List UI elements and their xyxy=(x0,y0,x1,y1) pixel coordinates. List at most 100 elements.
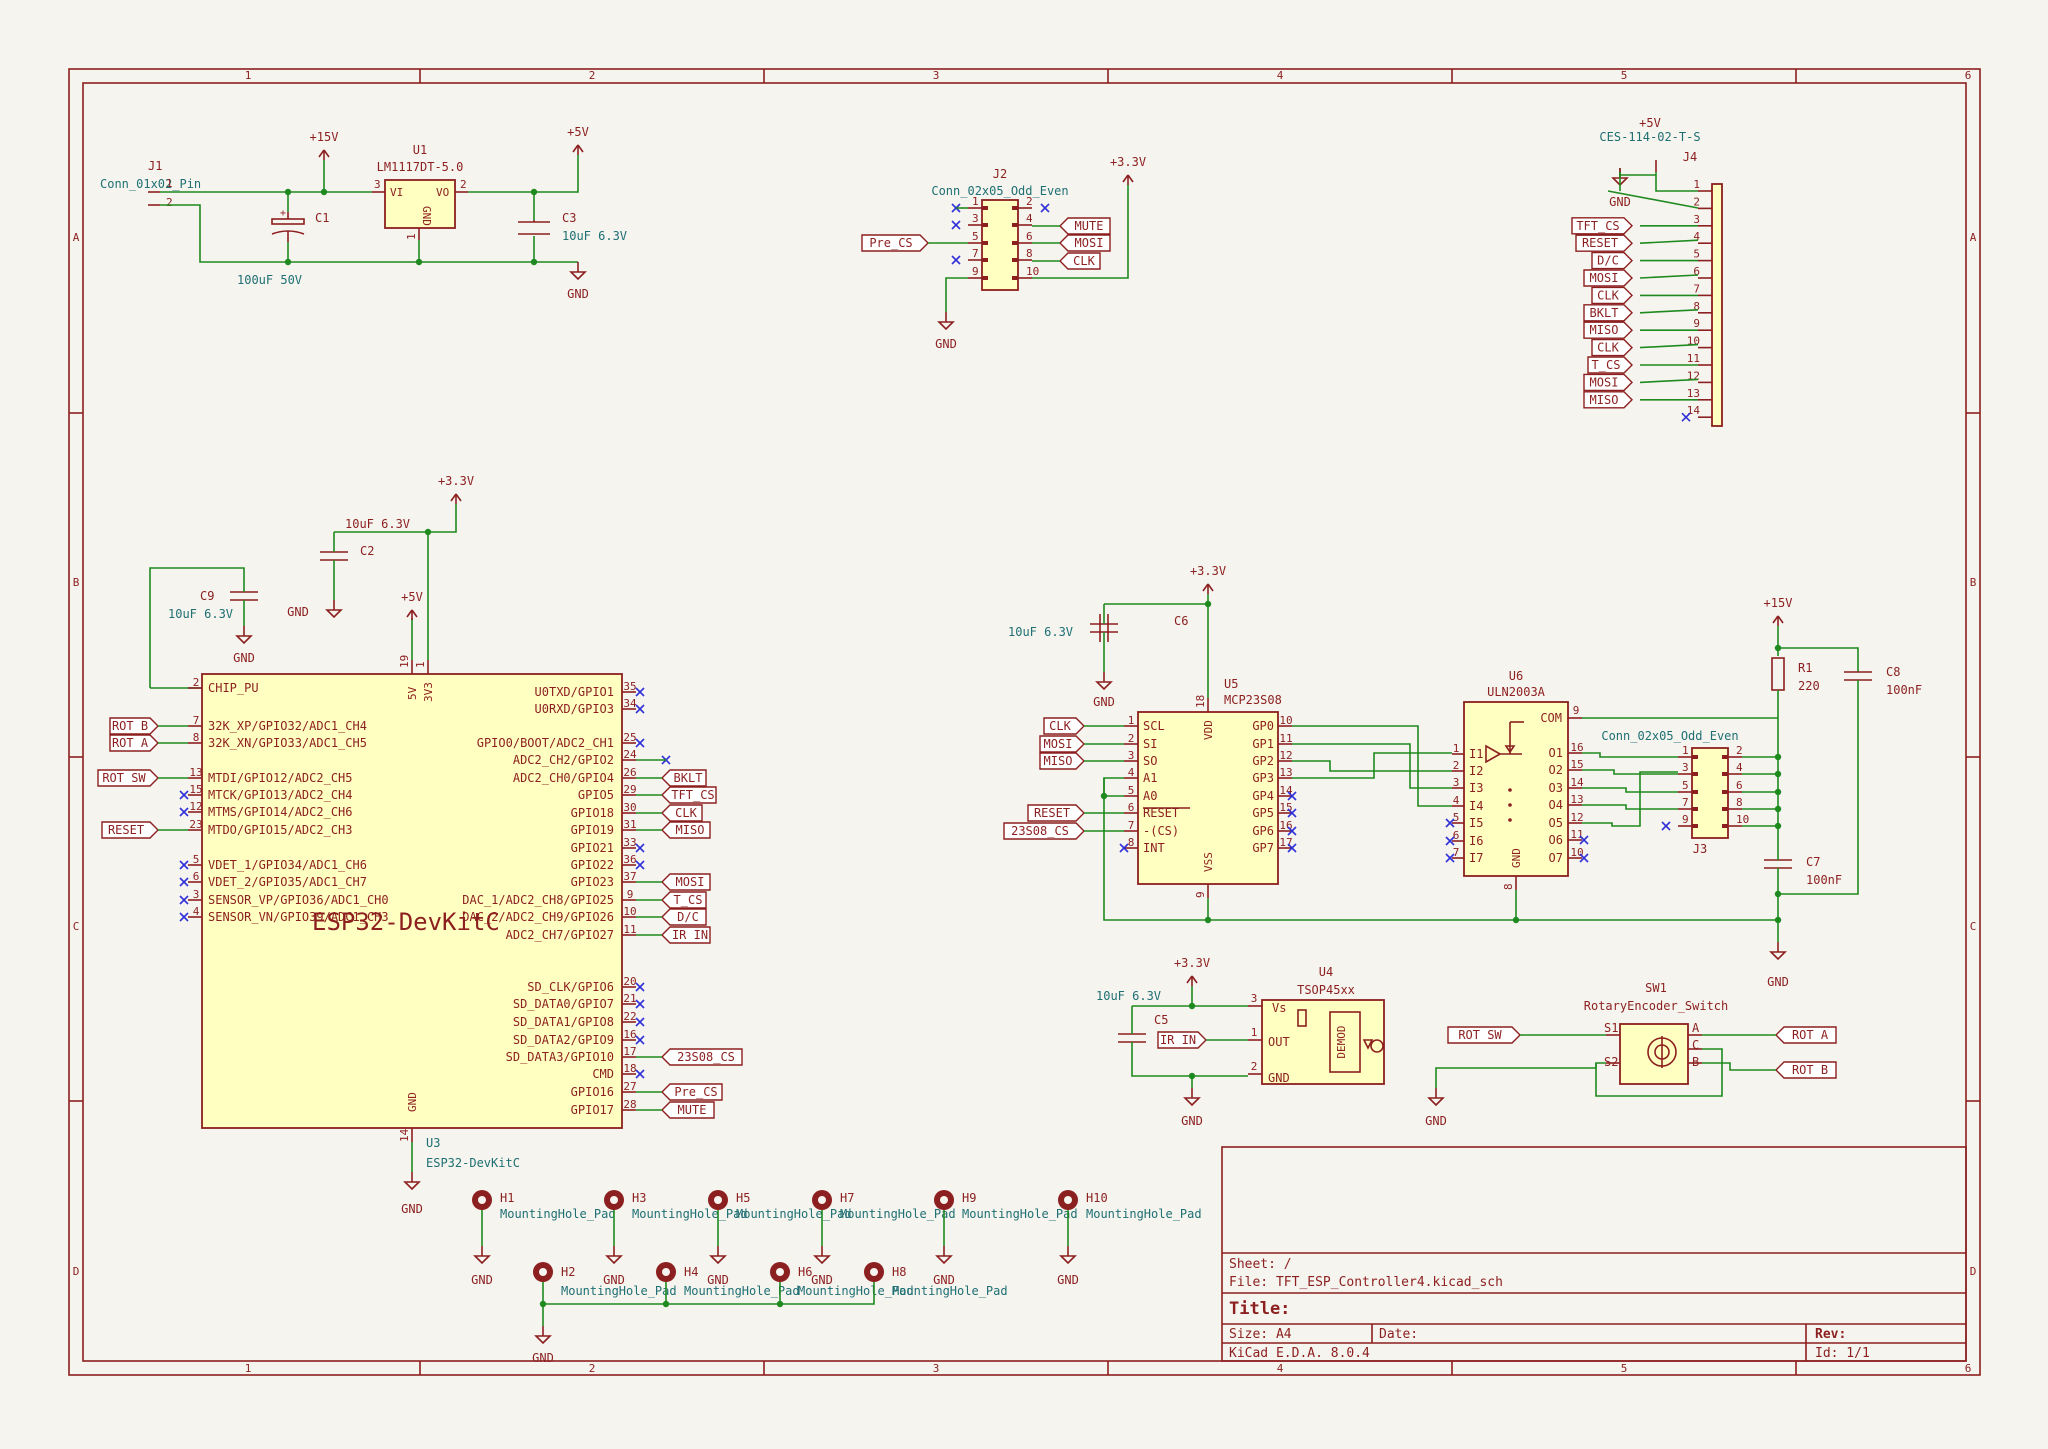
u6-pin-num: 2 xyxy=(1453,759,1460,772)
tool-field: KiCad E.D.A. 8.0.4 xyxy=(1229,1346,1370,1361)
power-symbol xyxy=(455,493,462,502)
mounting-hole-pad xyxy=(714,1196,722,1204)
j1-pin-num: 2 xyxy=(166,196,173,209)
wire xyxy=(1582,804,1678,810)
u6-pin-num: 8 xyxy=(1502,883,1515,890)
u4-pin-num: 2 xyxy=(1251,1060,1258,1073)
j2-pin-stub xyxy=(1012,241,1018,245)
u3-pin-num: 9 xyxy=(627,888,634,901)
column-marker: 3 xyxy=(933,69,940,82)
j4-pin-num: 5 xyxy=(1693,248,1700,261)
junction-dot xyxy=(776,1300,784,1308)
u3-pin-name: ADC2_CH0/GPIO4 xyxy=(513,771,614,785)
sw1-s1: S1 xyxy=(1604,1021,1618,1035)
wire xyxy=(1103,778,1584,921)
no-connect-mark xyxy=(1579,835,1589,845)
r1-body xyxy=(1771,657,1785,691)
ground-label: GND xyxy=(603,1273,625,1287)
wire xyxy=(1702,1062,1776,1071)
u6-pin-num: 6 xyxy=(1453,829,1460,842)
ground-symbol xyxy=(534,1335,552,1345)
hole-ref: H1 xyxy=(500,1191,514,1205)
hole-ref: H7 xyxy=(840,1191,854,1205)
power-label: +3.3V xyxy=(1174,956,1210,970)
j1-ref: J1 xyxy=(148,159,162,173)
u3-pin-name: 32K_XN/GPIO33/ADC1_CH5 xyxy=(208,736,367,750)
ground-label: GND xyxy=(1093,695,1115,709)
global-label-text: MOSI xyxy=(1590,271,1619,285)
u4-gnd: GND xyxy=(1268,1071,1290,1085)
u5-pin-name: GP7 xyxy=(1252,841,1274,855)
rev-field: Rev: xyxy=(1815,1327,1846,1342)
j3-pin-num: 6 xyxy=(1736,779,1743,792)
date-field: Date: xyxy=(1379,1327,1418,1342)
no-connect-mark xyxy=(179,860,189,870)
u5-pin-name: GP1 xyxy=(1252,737,1274,751)
u3-pin-name: GPIO21 xyxy=(571,841,614,855)
global-label xyxy=(1059,217,1111,235)
u3-pin-name: MTDI/GPIO12/ADC2_CH5 xyxy=(208,771,353,785)
hole-ref: H2 xyxy=(561,1265,575,1279)
no-connect-mark xyxy=(951,220,961,230)
j1-pin-num: 1 xyxy=(166,177,173,190)
u3-ref: U3 xyxy=(426,1136,440,1150)
j2-pin-stub xyxy=(1012,206,1018,210)
u3-pin-num: 6 xyxy=(193,870,200,883)
global-label xyxy=(1059,252,1101,270)
hole-value: MountingHole_Pad xyxy=(892,1284,1008,1298)
u5-pin-num: 3 xyxy=(1128,749,1135,762)
global-label-text: BKLT xyxy=(1590,306,1619,320)
j2-ref: J2 xyxy=(993,167,1007,181)
power-symbol xyxy=(450,493,457,502)
c3-value: 10uF 6.3V xyxy=(562,229,627,243)
hole-value: MountingHole_Pad xyxy=(798,1284,914,1298)
hole-value: MountingHole_Pad xyxy=(736,1207,852,1221)
outer-frame xyxy=(68,68,1981,1376)
j2-pin-stub xyxy=(982,258,988,262)
u1-gnd: GND xyxy=(420,206,433,226)
r1-value: 220 xyxy=(1798,679,1820,693)
column-marker: 5 xyxy=(1621,1362,1628,1375)
u6-pin-num: 10 xyxy=(1570,846,1583,859)
j4-pin-num: 11 xyxy=(1687,352,1700,365)
sw1-a: A xyxy=(1692,1021,1700,1035)
j4-pin-num: 7 xyxy=(1693,282,1700,295)
u6-pin-name: I5 xyxy=(1469,816,1483,830)
ground-label: GND xyxy=(233,651,255,665)
global-label-text: MISO xyxy=(1044,754,1073,768)
u5-value: MCP23S08 xyxy=(1224,693,1282,707)
wire xyxy=(1639,239,1699,244)
global-label xyxy=(661,1048,743,1066)
u3-big-label: ESP32-DevKitC xyxy=(312,908,500,936)
junction-dot xyxy=(1188,1002,1196,1010)
j3-pin-num: 4 xyxy=(1736,761,1743,774)
u3-pin-name: SD_CLK/GPIO6 xyxy=(527,980,614,994)
j3-pin-stub xyxy=(1692,807,1698,811)
j2-value: Conn_02x05_Odd_Even xyxy=(931,184,1068,198)
no-connect-mark xyxy=(635,1035,645,1045)
global-label-text: MISO xyxy=(1590,323,1619,337)
mounting-hole-pad xyxy=(539,1268,547,1276)
wire xyxy=(1639,343,1699,349)
no-connect-mark xyxy=(179,877,189,887)
ground-symbol xyxy=(1059,1255,1077,1265)
global-label xyxy=(661,786,717,804)
j3-pin-num: 1 xyxy=(1682,744,1689,757)
u3-pin-name: GPIO16 xyxy=(571,1085,614,1099)
u6-pin-num: 5 xyxy=(1453,811,1460,824)
id-field: Id: 1/1 xyxy=(1815,1346,1870,1361)
global-label xyxy=(1583,304,1633,322)
mounting-hole-pad xyxy=(478,1196,486,1204)
u3-pin-num: 21 xyxy=(623,992,636,1005)
global-label-text: IR IN xyxy=(672,928,708,942)
u1-body xyxy=(384,179,456,229)
u6-pin-num: 14 xyxy=(1570,776,1584,789)
no-connect-mark xyxy=(1287,791,1297,801)
u6-pin-name: I7 xyxy=(1469,851,1483,865)
wire xyxy=(1582,787,1678,793)
j4-pin-num: 8 xyxy=(1693,300,1700,313)
u5-body xyxy=(1137,711,1279,885)
sw1-body xyxy=(1619,1023,1689,1085)
wire xyxy=(1639,378,1699,384)
global-label-text: RESET xyxy=(1034,806,1070,820)
